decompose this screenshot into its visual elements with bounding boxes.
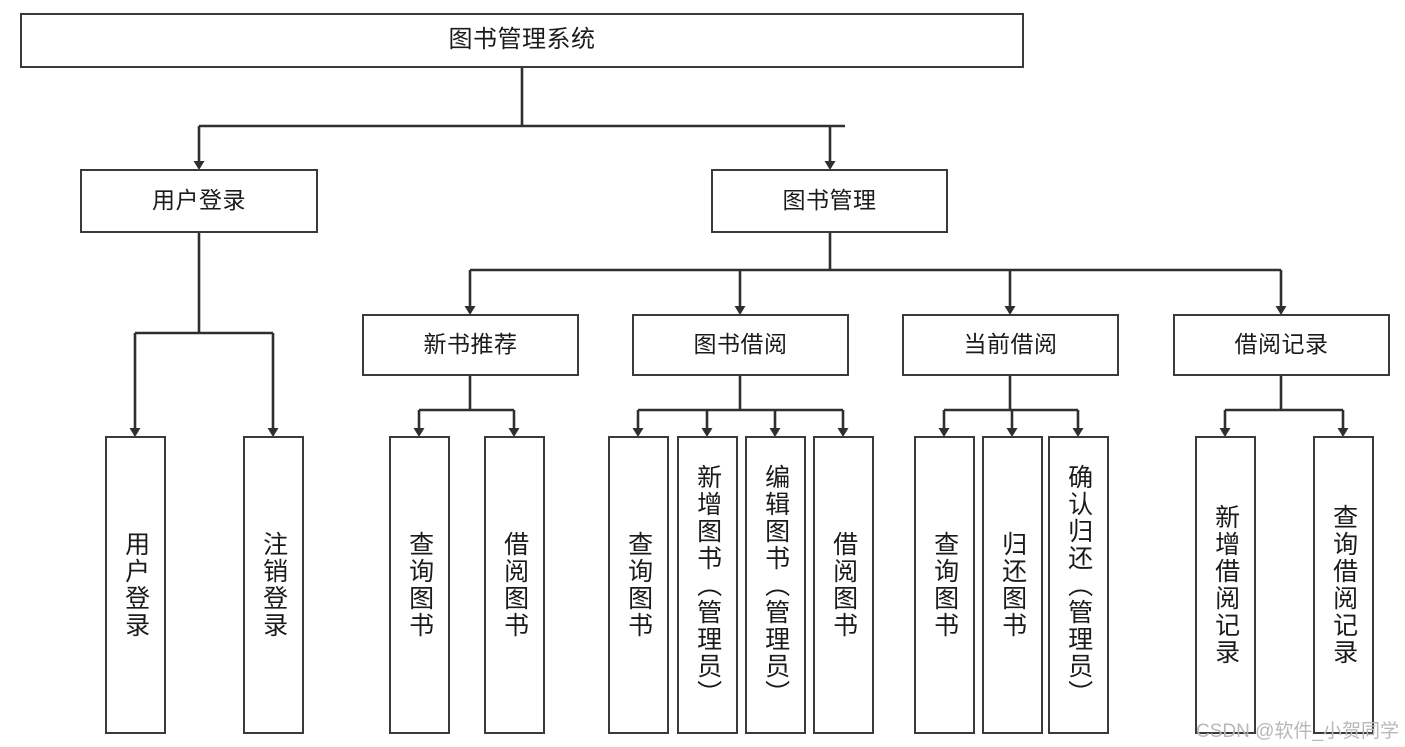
leaf-borrow-book-label: 借阅图书 <box>829 531 858 639</box>
node-current-borrow-label: 当前借阅 <box>963 331 1058 358</box>
leaf-add-borrow-record-label: 新增借阅记录 <box>1211 504 1240 666</box>
leaf-confirm-return-admin[interactable]: 确认归还（管理员） <box>1048 436 1109 734</box>
node-user-login[interactable]: 用户登录 <box>80 169 318 233</box>
leaf-borrow-book-recommend-label: 借阅图书 <box>500 531 529 639</box>
leaf-add-book-admin[interactable]: 新增图书（管理员） <box>677 436 738 734</box>
node-new-book-rec[interactable]: 新书推荐 <box>362 314 579 376</box>
leaf-query-book-current-label: 查询图书 <box>930 531 959 639</box>
leaf-query-borrow-record[interactable]: 查询借阅记录 <box>1313 436 1374 734</box>
leaf-user-logout-label: 注销登录 <box>259 531 288 639</box>
leaf-edit-book-admin[interactable]: 编辑图书（管理员） <box>745 436 806 734</box>
csdn-watermark: CSDN @软件_小贺同学 <box>1196 721 1399 742</box>
node-book-manage-label: 图书管理 <box>782 187 877 214</box>
leaf-user-logout[interactable]: 注销登录 <box>243 436 304 734</box>
node-book-borrow-label: 图书借阅 <box>693 331 788 358</box>
leaf-query-book-borrow[interactable]: 查询图书 <box>608 436 669 734</box>
leaf-return-book[interactable]: 归还图书 <box>982 436 1043 734</box>
leaf-edit-book-admin-label: 编辑图书（管理员） <box>761 463 790 707</box>
node-borrow-record-label: 借阅记录 <box>1234 331 1329 358</box>
node-current-borrow[interactable]: 当前借阅 <box>902 314 1119 376</box>
node-user-login-label: 用户登录 <box>152 187 246 214</box>
leaf-return-book-label: 归还图书 <box>998 531 1027 639</box>
leaf-user-login[interactable]: 用户登录 <box>105 436 166 734</box>
leaf-query-book-recommend-label: 查询图书 <box>405 531 434 639</box>
leaf-borrow-book-recommend[interactable]: 借阅图书 <box>484 436 545 734</box>
leaf-add-book-admin-label: 新增图书（管理员） <box>693 463 722 707</box>
leaf-query-borrow-record-label: 查询借阅记录 <box>1329 504 1358 666</box>
leaf-query-book-current[interactable]: 查询图书 <box>914 436 975 734</box>
node-book-borrow[interactable]: 图书借阅 <box>632 314 849 376</box>
leaf-add-borrow-record[interactable]: 新增借阅记录 <box>1195 436 1256 734</box>
leaf-confirm-return-admin-label: 确认归还（管理员） <box>1064 463 1093 707</box>
node-root[interactable]: 图书管理系统 <box>20 13 1024 68</box>
node-root-label: 图书管理系统 <box>448 26 596 54</box>
node-borrow-record[interactable]: 借阅记录 <box>1173 314 1390 376</box>
leaf-borrow-book[interactable]: 借阅图书 <box>813 436 874 734</box>
leaf-user-login-label: 用户登录 <box>121 531 150 639</box>
leaf-query-book-recommend[interactable]: 查询图书 <box>389 436 450 734</box>
node-book-manage[interactable]: 图书管理 <box>711 169 948 233</box>
node-new-book-rec-label: 新书推荐 <box>423 331 518 358</box>
leaf-query-book-borrow-label: 查询图书 <box>624 531 653 639</box>
